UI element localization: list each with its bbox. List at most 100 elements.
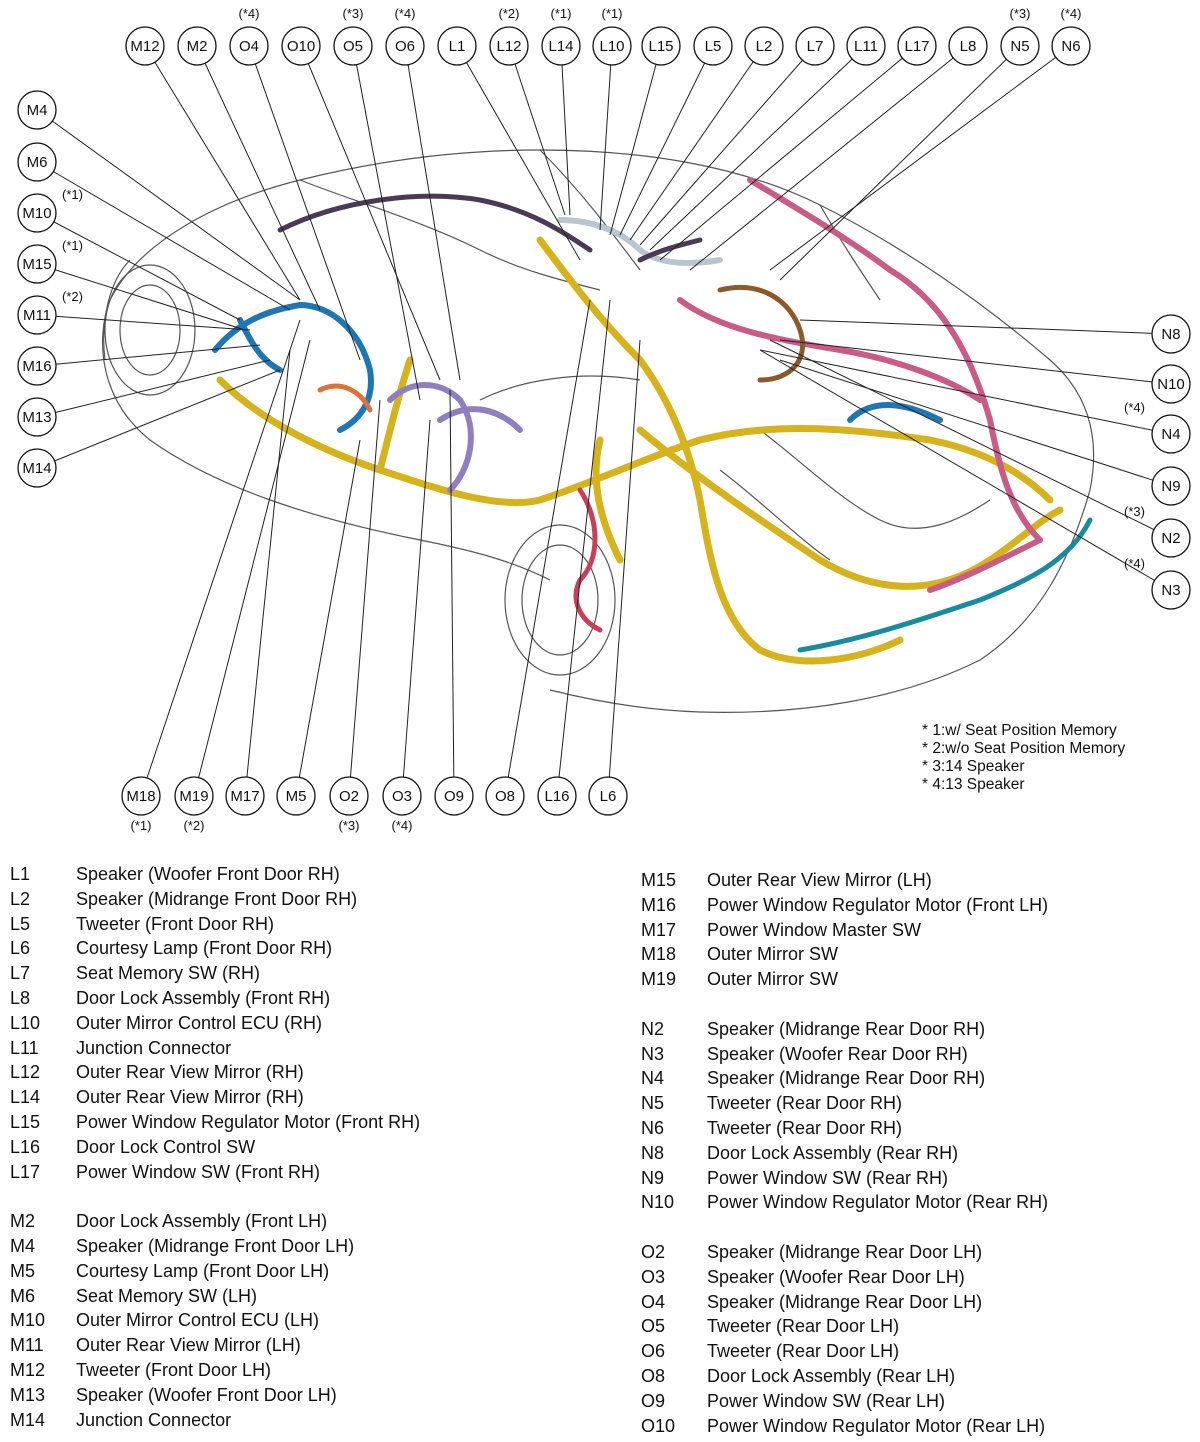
callout-label-l10: L10: [599, 38, 624, 55]
legend-code: N6: [641, 1117, 665, 1138]
callout-circle: [1151, 414, 1191, 454]
leader-line: [36, 212, 241, 321]
legend-row: M17 Power Window Master SW: [641, 918, 1048, 943]
legend-gap: [10, 1184, 420, 1209]
callout-note: (*3): [1124, 504, 1145, 519]
callout-note: (*2): [499, 6, 520, 21]
legend-gap: [641, 1215, 1048, 1240]
callout-label-m17: M17: [230, 788, 259, 805]
callout-label-m2: M2: [187, 38, 208, 55]
callout-label-o5: O5: [343, 38, 363, 55]
legend-name: Power Window Master SW: [707, 919, 922, 940]
leader-line: [193, 339, 311, 797]
callout-circle: [588, 776, 628, 816]
legend-name: Power Window Regulator Motor (Rear RH): [707, 1192, 1049, 1213]
legend-code: L2: [10, 888, 31, 909]
callout-note: (*3): [343, 6, 364, 21]
legend-name: Outer Mirror Control ECU (LH): [76, 1310, 320, 1331]
legend-name: Outer Rear View Mirror (RH): [76, 1062, 304, 1083]
leader-line: [36, 263, 246, 331]
legend-code: L14: [10, 1087, 41, 1108]
harness-roof: [277, 193, 703, 263]
legend-code: L12: [10, 1062, 41, 1083]
callout-circle: [744, 26, 784, 66]
callout-label-o10: O10: [287, 38, 315, 55]
leader-line: [779, 359, 1172, 487]
leader-line: [607, 339, 641, 797]
leader-line: [799, 319, 1172, 335]
callout-circle: [333, 26, 373, 66]
callout-circle: [1151, 466, 1191, 506]
leader-line: [769, 45, 1072, 271]
legend-code: L16: [10, 1136, 41, 1157]
callout-note: (*4): [392, 818, 413, 833]
callout-circle: [437, 26, 477, 66]
callout-label-m10: M10: [22, 205, 51, 222]
legend-name: Power Window Regulator Motor (Rear LH): [707, 1415, 1046, 1436]
callout-note: (*1): [62, 187, 83, 202]
callout-circle: [177, 26, 217, 66]
legend-name: Speaker (Midrange Rear Door RH): [707, 1068, 986, 1089]
callout-note: (*1): [551, 6, 572, 21]
callout-label-m14: M14: [22, 460, 51, 477]
callout-circle: [385, 26, 425, 66]
callout-label-n2: N2: [1161, 530, 1180, 547]
legend-code: M17: [641, 919, 677, 940]
leader-line: [248, 45, 361, 361]
legend-name: Tweeter (Front Door LH): [76, 1359, 272, 1380]
callout-label-l14: L14: [548, 38, 573, 55]
legend-name: Tweeter (Rear Door RH): [707, 1093, 903, 1114]
legend-name: Power Window Regulator Motor (Front LH): [707, 894, 1049, 915]
callout-circle: [846, 26, 886, 66]
callout-label-m4: M4: [27, 102, 48, 119]
leader-line: [629, 45, 765, 241]
legend-name: Outer Mirror SW: [707, 944, 839, 965]
leader-line: [36, 161, 291, 311]
legend-code: N3: [641, 1043, 665, 1064]
callout-circle: [1051, 26, 1091, 66]
callout-circle: [1151, 570, 1191, 610]
legend-name: Power Window Regulator Motor (Front RH): [76, 1111, 421, 1132]
callout-circle: [17, 244, 57, 284]
legend-name: Door Lock Assembly (Front RH): [76, 987, 331, 1008]
leader-line: [779, 45, 1021, 281]
callout-note: (*1): [62, 238, 83, 253]
callout-label-l8: L8: [960, 38, 977, 55]
callout-label-l2: L2: [756, 38, 773, 55]
legend-code: N2: [641, 1018, 665, 1039]
legend-name: Speaker (Woofer Front Door LH): [76, 1384, 337, 1405]
harness-rear-blue: [797, 517, 1093, 653]
leader-line: [619, 45, 714, 236]
leader-line: [36, 314, 251, 331]
callout-note: (*1): [602, 6, 623, 21]
footnote: * 3:14 Speaker: [922, 758, 1025, 775]
car-body-outline: [101, 149, 1095, 713]
callout-label-m11: M11: [23, 307, 51, 324]
legend-name: Seat Memory SW (LH): [76, 1285, 258, 1306]
leader-line: [36, 109, 301, 301]
legend-code: L11: [10, 1037, 39, 1058]
legend-gap: [641, 992, 1048, 1017]
callout-label-m18: M18: [126, 788, 155, 805]
harness-seat-orange: [317, 383, 373, 413]
leader-line: [560, 45, 571, 216]
callout-label-o3: O3: [392, 788, 412, 805]
leader-line: [609, 45, 662, 236]
callout-label-l7: L7: [807, 38, 824, 55]
